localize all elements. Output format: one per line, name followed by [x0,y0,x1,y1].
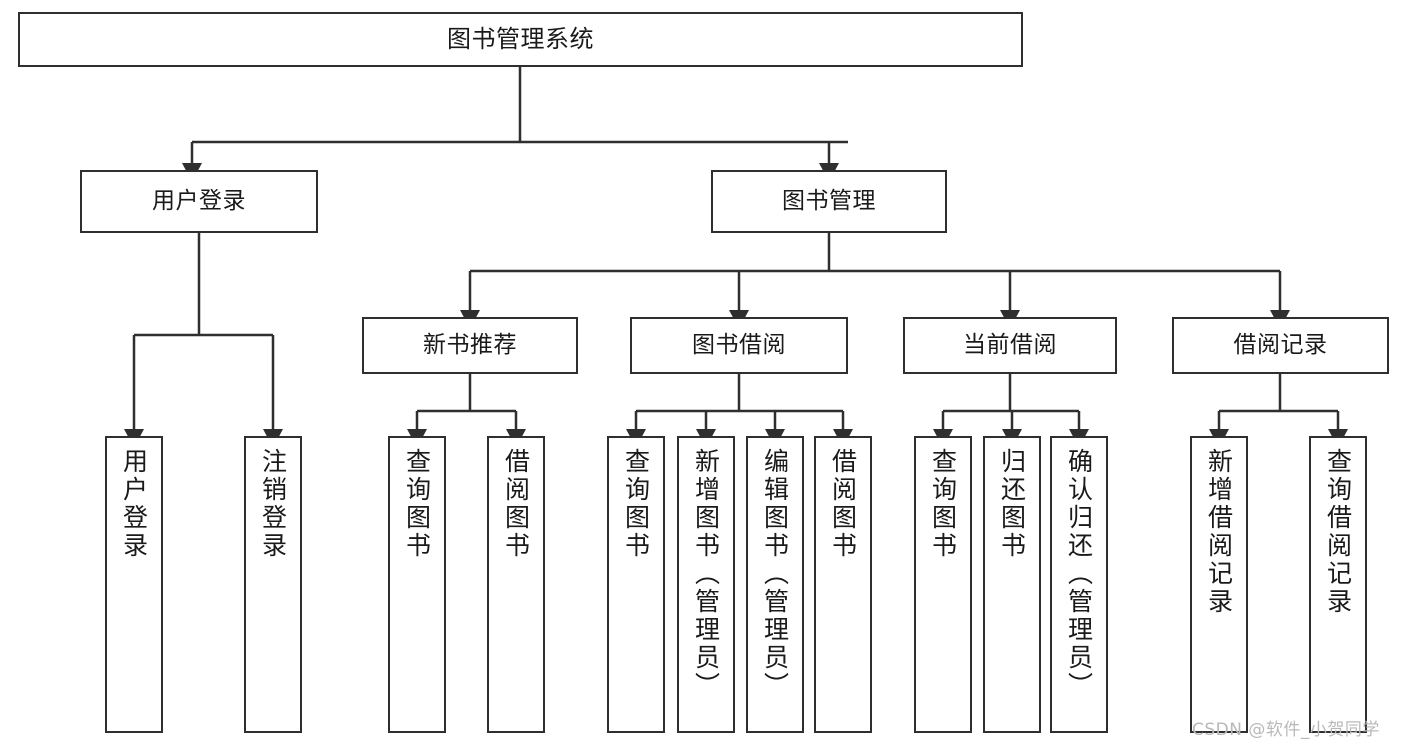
node-current-borrow-label: 当前借阅 [963,331,1057,358]
node-leaf-borrow-book-recommend-label: 借阅图书 [501,448,531,560]
node-leaf-confirm-return-label: 确认归还（管理员） [1064,448,1094,700]
node-borrow-record[interactable]: 借阅记录 [1172,317,1389,374]
node-root[interactable]: 图书管理系统 [18,12,1023,67]
node-user-login-label: 用户登录 [152,187,246,214]
node-leaf-borrow-book-label: 借阅图书 [828,448,858,560]
node-leaf-borrow-book[interactable]: 借阅图书 [814,436,872,733]
node-leaf-user-login-label: 用户登录 [119,448,149,560]
node-leaf-query-borrow-record-label: 查询借阅记录 [1323,448,1353,616]
node-new-book-recommend[interactable]: 新书推荐 [362,317,578,374]
node-leaf-query-book-recommend-label: 查询图书 [402,448,432,560]
node-leaf-add-book[interactable]: 新增图书（管理员） [677,436,735,733]
node-leaf-borrow-book-recommend[interactable]: 借阅图书 [487,436,545,733]
node-leaf-return-book-label: 归还图书 [997,448,1027,560]
node-book-borrow[interactable]: 图书借阅 [630,317,848,374]
node-leaf-add-book-label: 新增图书（管理员） [691,448,721,700]
node-leaf-add-borrow-record[interactable]: 新增借阅记录 [1190,436,1248,733]
node-current-borrow[interactable]: 当前借阅 [903,317,1117,374]
node-leaf-confirm-return[interactable]: 确认归还（管理员） [1050,436,1108,733]
csdn-watermark: CSDN @软件_小贺同学 [1192,720,1380,740]
node-leaf-query-book-borrow-label: 查询图书 [621,448,651,560]
node-book-borrow-label: 图书借阅 [692,331,786,358]
node-borrow-record-label: 借阅记录 [1233,331,1328,358]
node-leaf-query-book-borrow[interactable]: 查询图书 [607,436,665,733]
node-leaf-edit-book[interactable]: 编辑图书（管理员） [746,436,804,733]
node-leaf-query-book-recommend[interactable]: 查询图书 [388,436,446,733]
node-leaf-add-borrow-record-label: 新增借阅记录 [1204,448,1234,616]
node-leaf-edit-book-label: 编辑图书（管理员） [760,448,790,700]
node-book-management-label: 图书管理 [782,187,876,214]
node-root-label: 图书管理系统 [447,25,594,54]
node-leaf-query-borrow-record[interactable]: 查询借阅记录 [1309,436,1367,733]
node-new-book-recommend-label: 新书推荐 [423,331,517,358]
node-leaf-user-login[interactable]: 用户登录 [105,436,163,733]
node-leaf-return-book[interactable]: 归还图书 [983,436,1041,733]
node-leaf-query-book-current-label: 查询图书 [928,448,958,560]
node-leaf-user-logout-label: 注销登录 [258,448,288,560]
node-user-login[interactable]: 用户登录 [80,170,318,233]
node-leaf-user-logout[interactable]: 注销登录 [244,436,302,733]
node-leaf-query-book-current[interactable]: 查询图书 [914,436,972,733]
node-book-management[interactable]: 图书管理 [711,170,947,233]
